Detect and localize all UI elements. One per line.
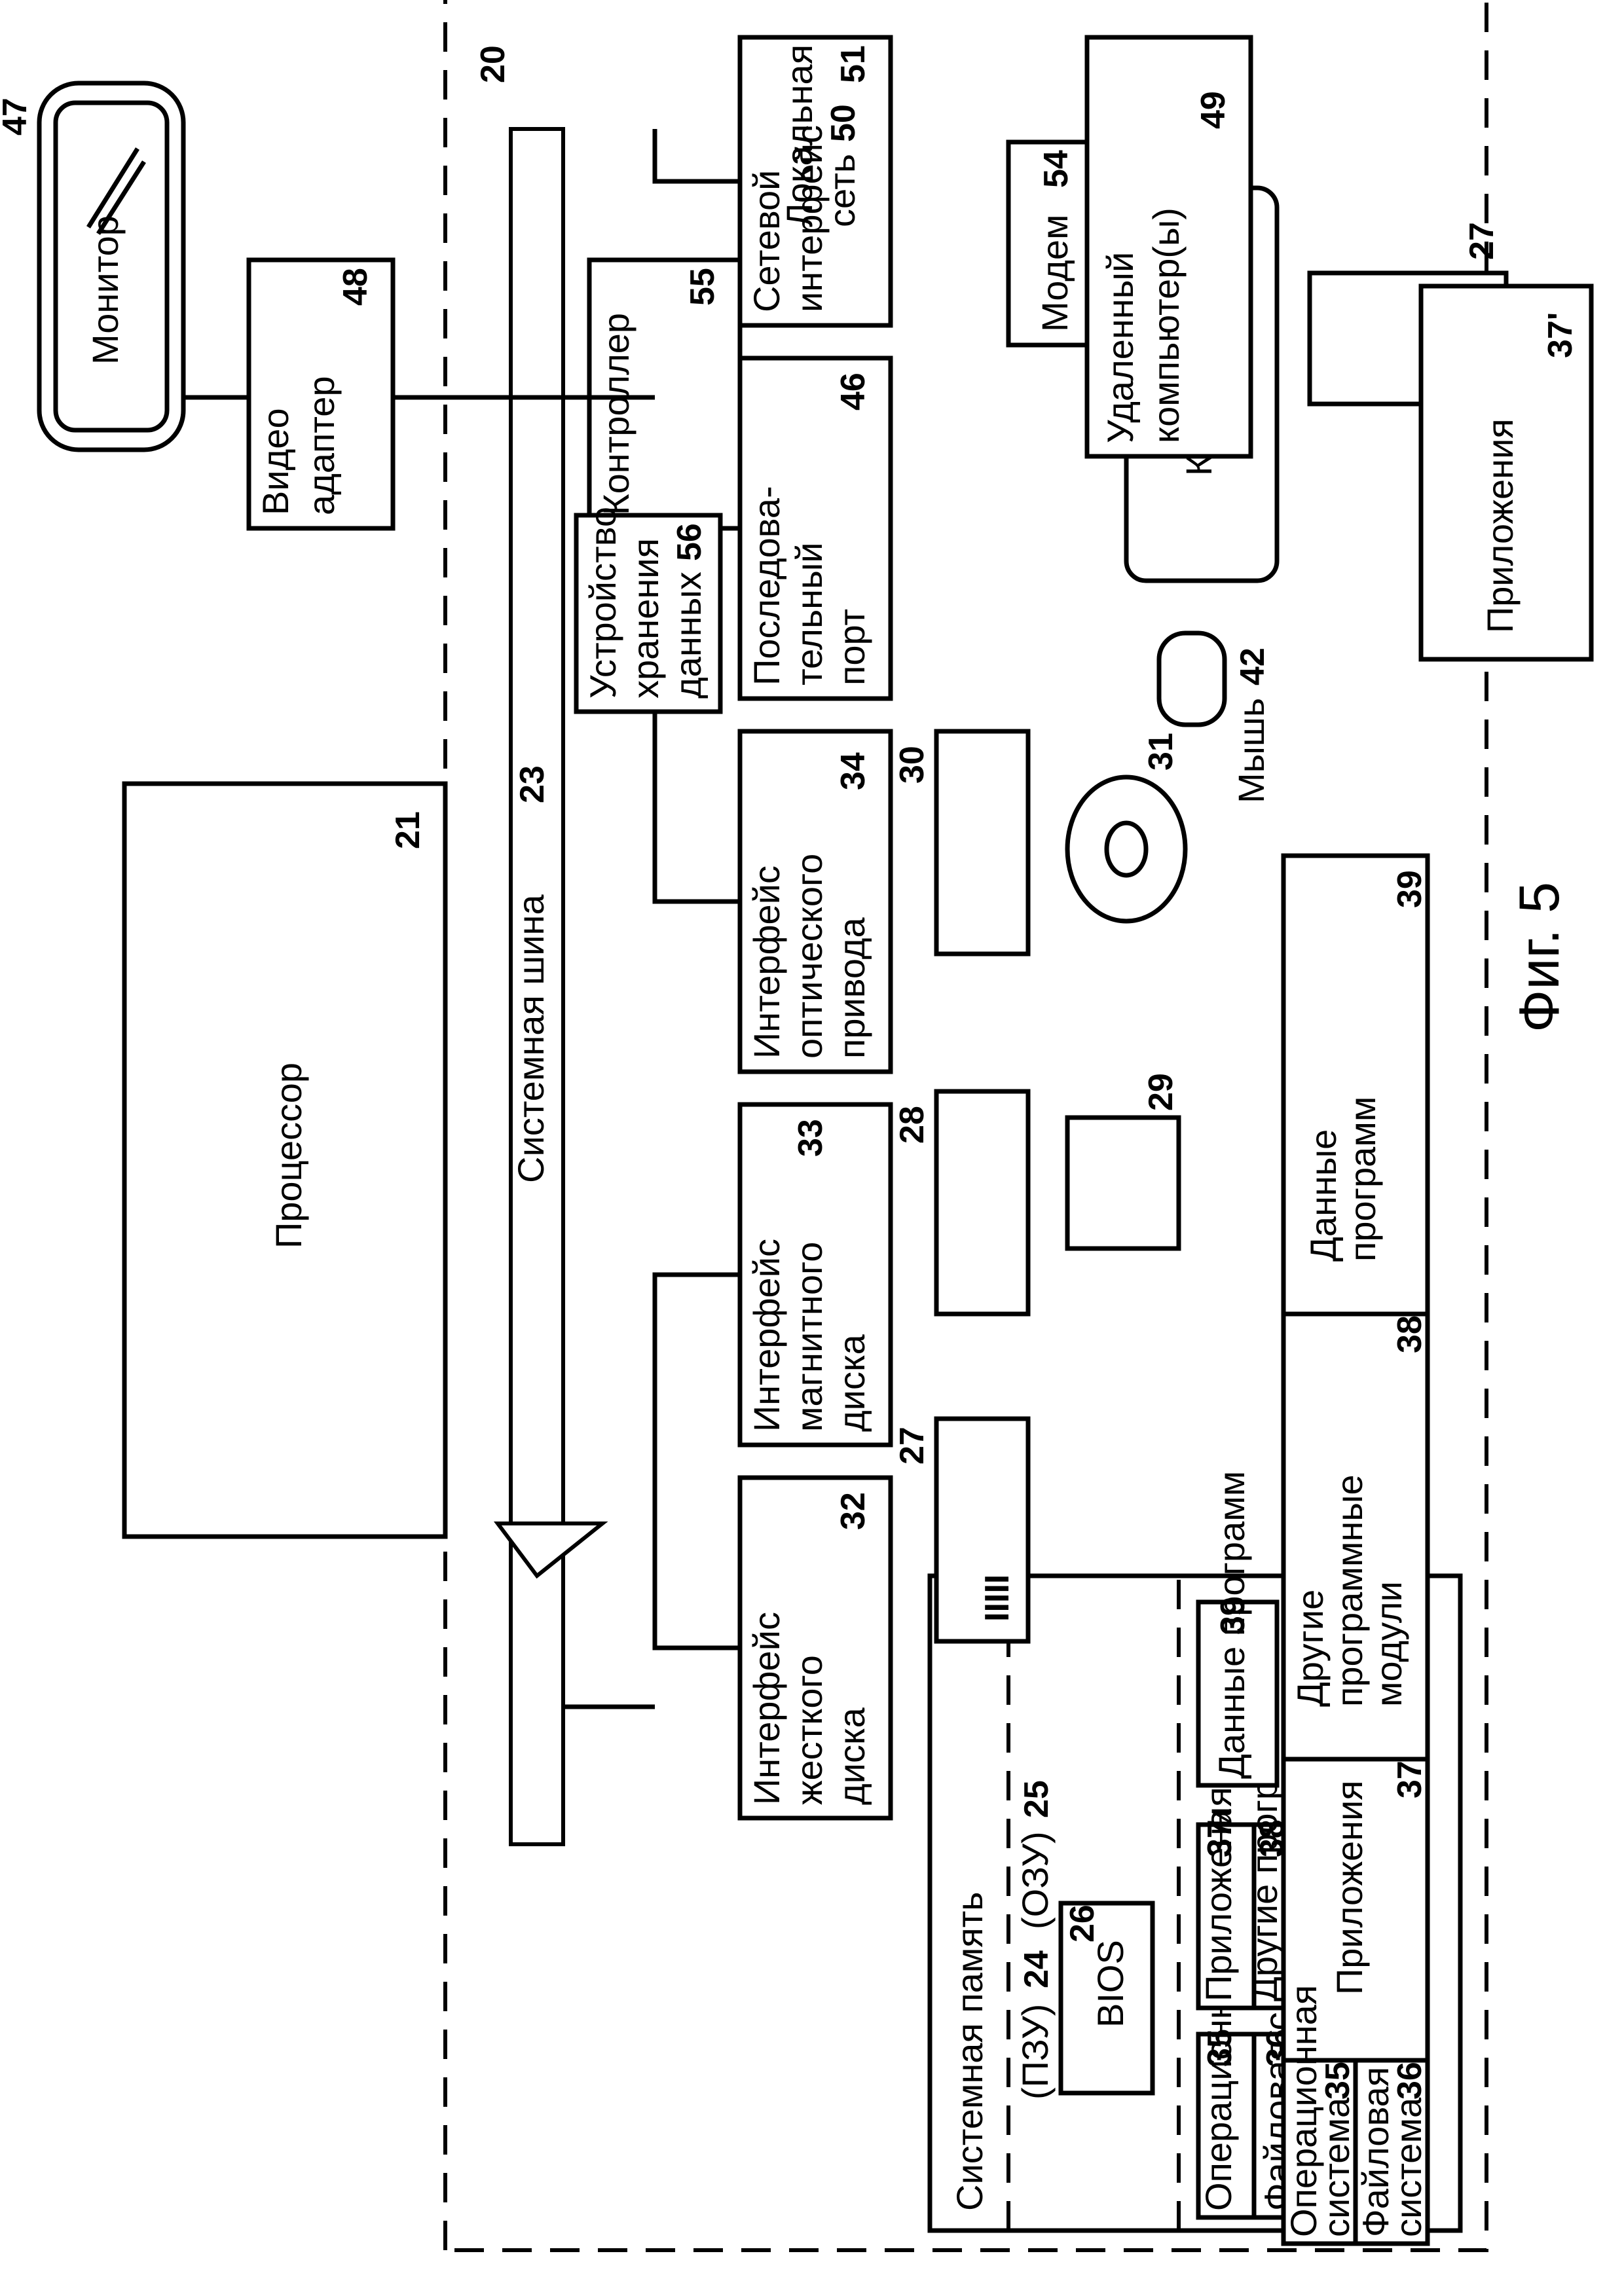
video-adapter-label-2: адаптер: [301, 376, 342, 515]
interface-floppy-l3: диска: [831, 1334, 872, 1432]
ram-ref: 25: [1018, 1780, 1056, 1818]
interface-floppy-ref: 33: [792, 1119, 830, 1157]
floppy-drive-ref: 28: [893, 1106, 931, 1144]
optical-drive: 30: [893, 731, 1028, 954]
disk-modules-l2: программные: [1329, 1474, 1370, 1707]
video-adapter-ref: 48: [337, 268, 375, 306]
disk-data-ref: 39: [1391, 870, 1429, 908]
remote-disk-ref: 27: [1463, 222, 1501, 260]
interface-hdd-l2: жесткого: [788, 1655, 830, 1805]
bios-ref: 26: [1063, 1904, 1101, 1942]
floppy-disk-ref: 29: [1142, 1073, 1180, 1111]
floppy-drive: 28: [893, 1091, 1028, 1314]
processor-ref: 21: [389, 811, 427, 849]
disk-fs-ref: 36: [1391, 2062, 1429, 2100]
video-adapter: Видео адаптер 48: [249, 260, 393, 528]
hard-disk: IIIII 27: [893, 1419, 1028, 1641]
disk-apps-l1: Приложения: [1329, 1780, 1370, 1995]
remote-computer: Удаленный компьютер(ы) 49: [1087, 37, 1251, 456]
serial-port-ref: 46: [834, 373, 872, 410]
disk-modules-l3: модули: [1368, 1581, 1409, 1707]
modem-label: Модем: [1034, 214, 1075, 332]
monitor-label: Монитор: [84, 215, 126, 365]
ram-item-data-ref: 39: [1214, 1597, 1252, 1635]
serial-port-l3: порт: [831, 609, 872, 685]
processor: Процессор 21: [124, 784, 445, 1537]
remote-computer-l2: компьютер(ы): [1145, 208, 1187, 443]
storage-device-l1: Устройство: [582, 507, 623, 699]
interface-optical: Интерфейс оптического привода 34: [740, 731, 891, 1072]
disk-apps-ref: 37: [1391, 1760, 1429, 1798]
video-adapter-label-1: Видео: [255, 408, 296, 515]
interface-optical-l3: привода: [831, 917, 872, 1059]
controller-ref: 55: [684, 268, 722, 306]
remote-apps-label: Приложения: [1479, 418, 1521, 633]
interface-optical-l2: оптического: [788, 854, 830, 1059]
interface-floppy: Интерфейс магнитного диска 33: [740, 1104, 891, 1445]
disk-contents: Операционная система 35 Файловая система…: [1283, 856, 1429, 2244]
disk-os-ref: 35: [1319, 2062, 1357, 2100]
bios-label: BIOS: [1090, 1940, 1131, 2028]
interface-hdd-l1: Интерфейс: [746, 1612, 787, 1805]
mouse: Мышь 42: [1159, 633, 1272, 803]
serial-port-l2: тельный: [788, 542, 830, 685]
computer-ref: 20: [474, 45, 512, 83]
controller: Контроллер 55: [589, 260, 740, 528]
interface-hdd-l3: диска: [831, 1707, 872, 1805]
interface-floppy-l2: магнитного: [788, 1242, 830, 1432]
optical-drive-ref: 30: [893, 746, 931, 784]
storage-device-ref: 56: [671, 523, 709, 561]
system-bus: Системная шина 23: [498, 129, 602, 1844]
monitor-ref: 47: [0, 98, 34, 136]
interface-optical-ref: 34: [834, 752, 872, 790]
interface-hdd-ref: 32: [834, 1492, 872, 1530]
optical-disc: 31: [1067, 733, 1185, 921]
remote-computer-l1: Удаленный: [1099, 252, 1141, 443]
system-memory-title: Системная память: [949, 1892, 990, 2211]
disk-modules-l1: Другие: [1289, 1590, 1331, 1707]
remote-computer-ref: 49: [1194, 91, 1232, 129]
monitor: Монитор 47: [0, 83, 249, 450]
disk-fs-l2: система: [1388, 2097, 1429, 2237]
optical-disc-ref: 31: [1142, 733, 1180, 771]
disk-data-l2: программ: [1342, 1097, 1383, 1262]
disk-data-l1: Данные: [1302, 1129, 1344, 1262]
ram-item-os-ref: 35: [1201, 2029, 1239, 2067]
controller-label: Контроллер: [595, 313, 637, 515]
ram-label: (ОЗУ): [1014, 1831, 1056, 1929]
network-ref: 50: [824, 104, 862, 142]
network-label-2: сеть: [821, 154, 862, 227]
serial-port-l1: Последова-: [746, 486, 787, 685]
rom-label: (ПЗУ): [1014, 2004, 1056, 2100]
interface-serial-port: Последова- тельный порт 46: [740, 358, 891, 699]
storage-device-l2: хранения: [625, 538, 666, 699]
system-bus-ref: 23: [513, 765, 551, 803]
figure-caption: Фиг. 5: [1508, 882, 1571, 1032]
mouse-ref: 42: [1234, 647, 1272, 685]
floppy-disk: 29: [1067, 1073, 1180, 1248]
network-interface-ref: 51: [834, 45, 872, 83]
processor-label: Процессор: [268, 1063, 309, 1248]
interface-hdd: Интерфейс жесткого диска 32: [740, 1478, 891, 1818]
hard-disk-marks: IIIII: [978, 1575, 1016, 1622]
interface-optical-l1: Интерфейс: [746, 866, 787, 1059]
storage-device-l3: данных: [667, 572, 709, 699]
remote-apps: Приложения 37': [1421, 286, 1591, 659]
system-bus-label: Системная шина: [510, 894, 551, 1183]
ram-item-apps-ref: 37: [1201, 1819, 1239, 1857]
network-label-1: Локальная: [779, 45, 820, 227]
disk-os-l2: система: [1316, 2097, 1357, 2237]
storage-device: Устройство хранения данных 56: [576, 507, 720, 712]
rom-ref: 24: [1018, 1950, 1056, 1988]
interface-floppy-l1: Интерфейс: [746, 1239, 787, 1432]
hard-disk-ref: 27: [893, 1427, 931, 1465]
remote-apps-ref: 37': [1541, 312, 1579, 358]
modem-ref: 54: [1037, 150, 1075, 188]
mouse-label: Мышь: [1230, 698, 1272, 803]
disk-modules-ref: 38: [1391, 1315, 1429, 1353]
